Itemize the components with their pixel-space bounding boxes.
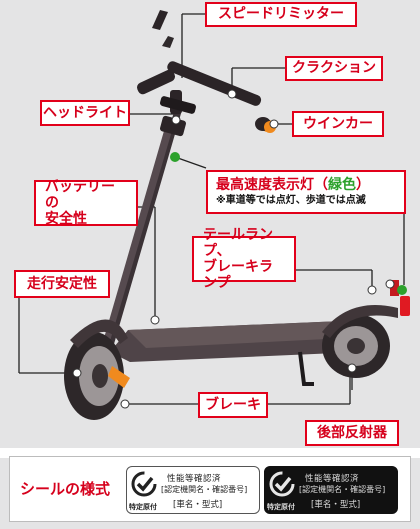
seal-sample-white: 性能等確認済 [認定機関名・確認番号] [車名・型式] 特定原付 [126,466,260,514]
label-tail-brake-lamp: テールランプ、ブレーキランプ [192,227,296,291]
seal-line2: [認定機関名・確認番号] [161,485,248,494]
scooter-illustration [18,10,410,420]
steering-column [102,110,186,348]
seal-badge: 特定原付 [267,503,295,511]
check-mark-icon [131,471,157,497]
label-max-speed-indicator: 最高速度表示灯（緑色） ※車道等では点灯、歩道では点滅 [206,170,406,214]
green-indicator-dot [170,152,180,162]
green-rear-dot [397,285,407,295]
seal-line1: 性能等確認済 [167,474,222,484]
seal-sample-black: 性能等確認済 [認定機関名・確認番号] [車名・型式] 特定原付 [264,466,398,514]
label-brake: ブレーキ [198,392,268,418]
label-turn-signal: ウインカー [292,111,384,137]
rear-wheel [322,280,410,378]
marker-dots [72,89,407,409]
label-rear-reflector: 後部反射器 [305,420,399,446]
deck [110,320,388,386]
reflector-shape [390,280,399,296]
seal-line2: [認定機関名・確認番号] [299,485,386,494]
label-speed-limiter: スピードリミッター [205,2,357,27]
seal-badge: 特定原付 [129,503,157,511]
seal-line1: 性能等確認済 [305,474,360,484]
label-headlight: ヘッドライト [40,100,130,126]
label-battery-safety: バッテリーの安全性 [34,179,138,227]
front-wheel [64,319,130,420]
seal-section-title: シールの様式 [20,480,111,498]
seal-line3: [車名・型式] [311,500,361,510]
label-driving-stability: 走行安定性 [14,270,110,298]
check-mark-icon [269,471,295,497]
label-horn: クラクション [285,56,383,81]
seal-line3: [車名・型式] [173,500,223,510]
tail-light-shape [400,296,410,316]
